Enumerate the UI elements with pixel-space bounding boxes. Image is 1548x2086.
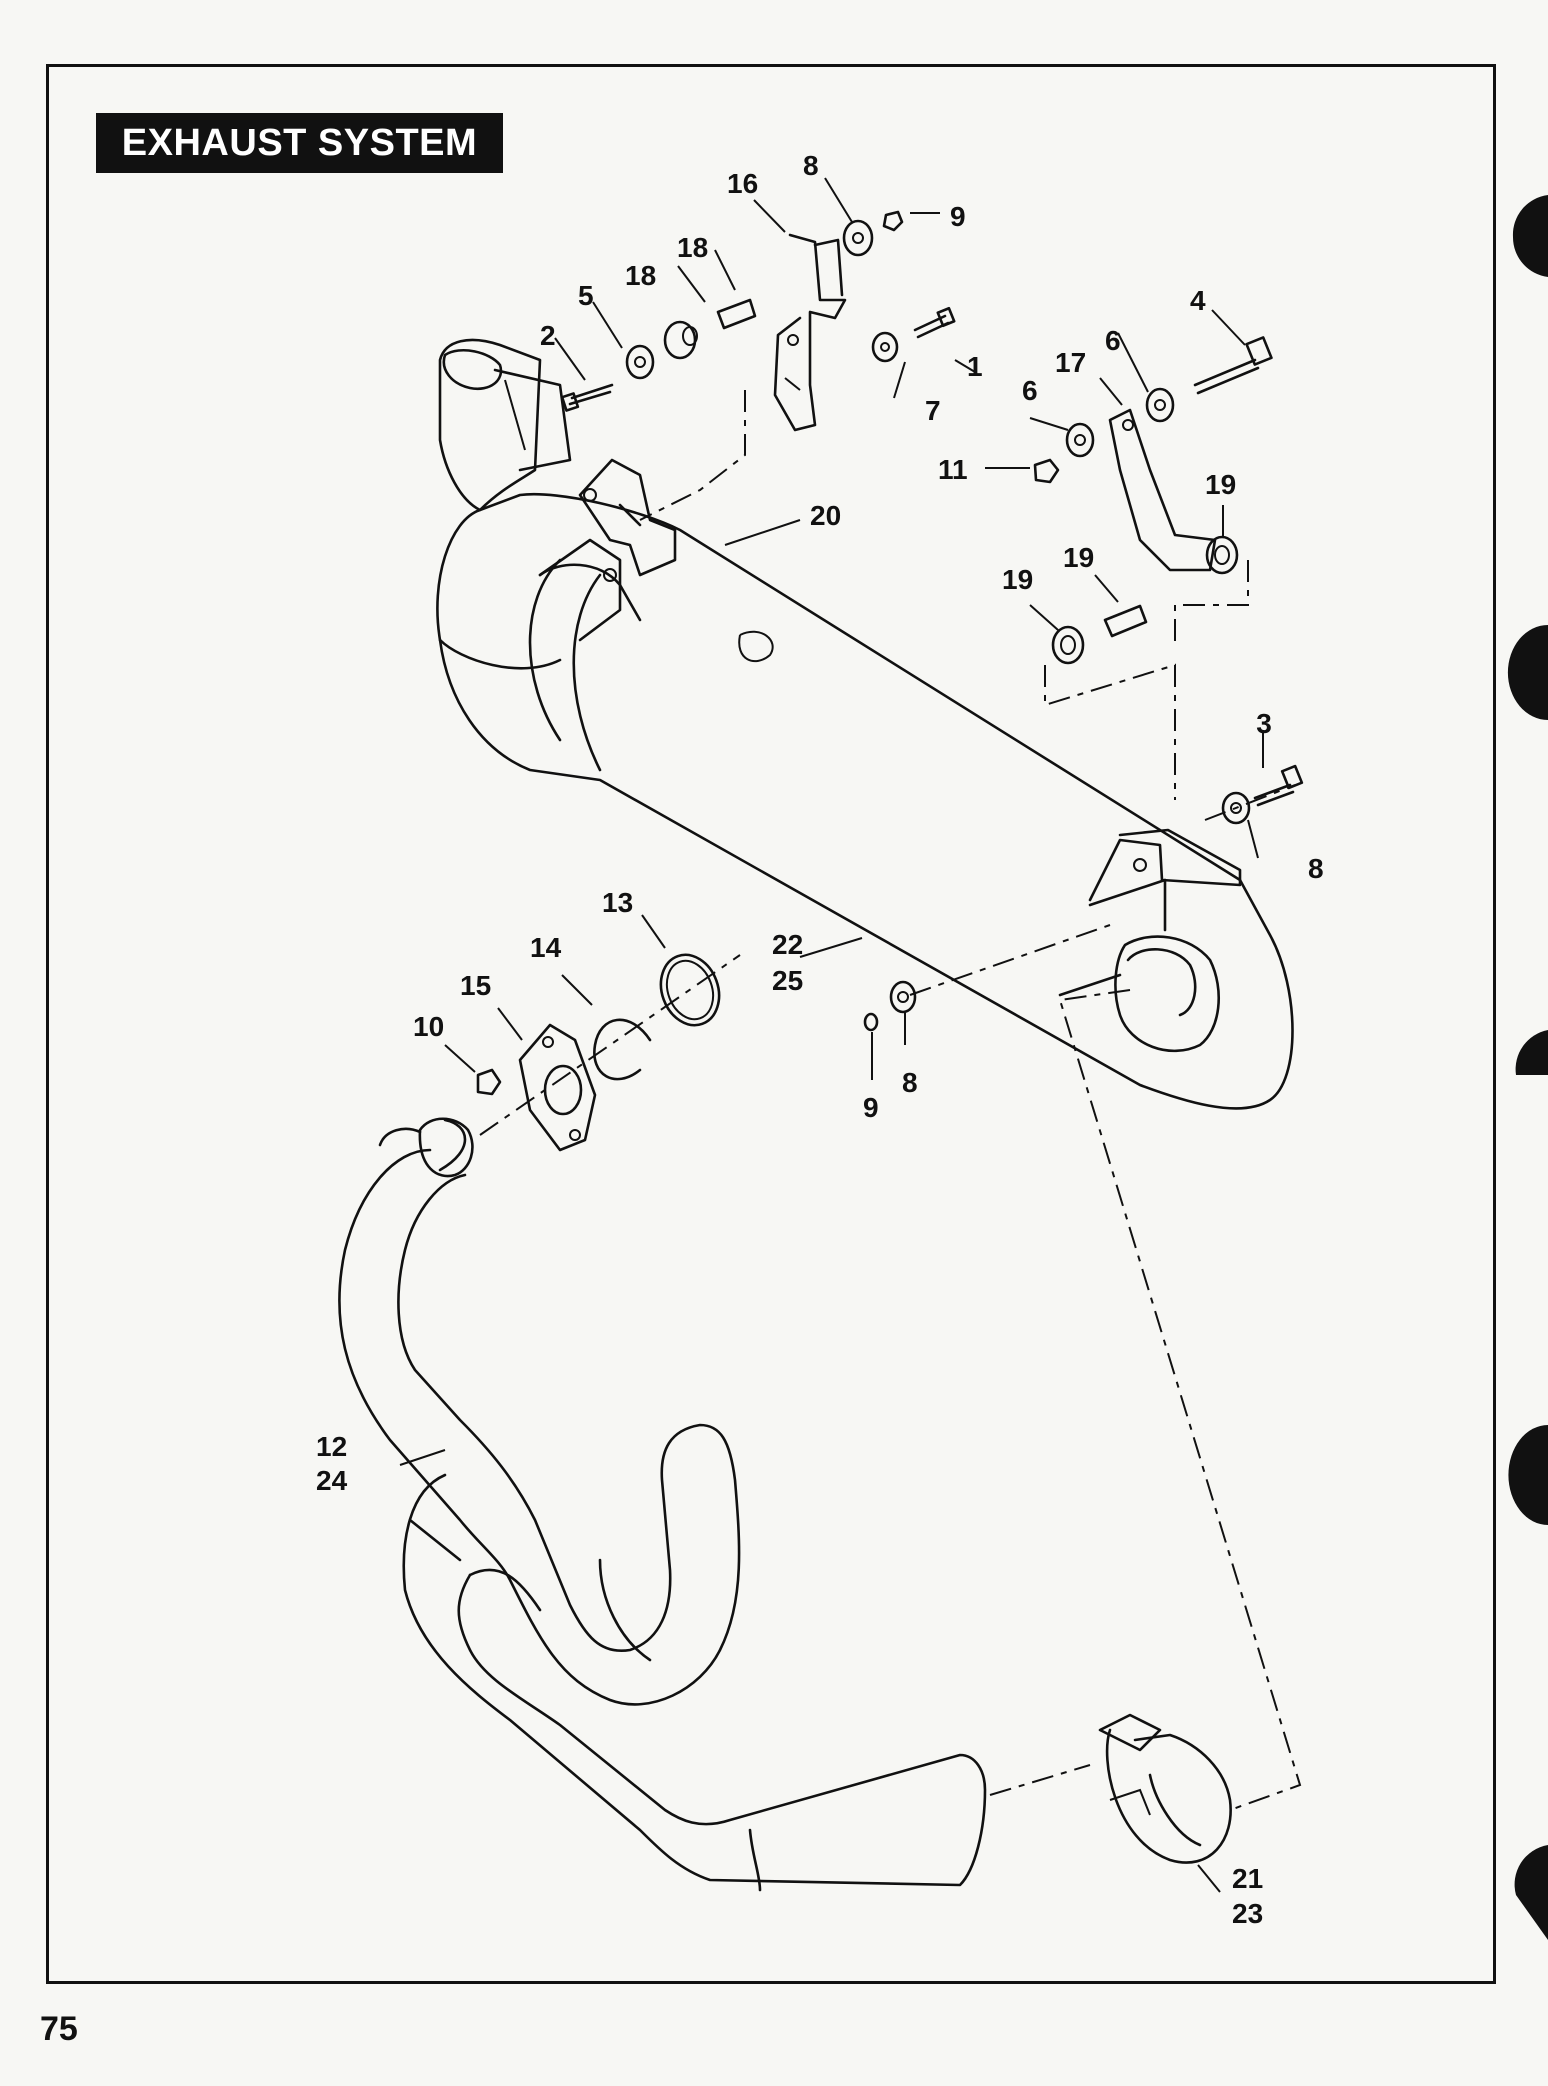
part-clamp-21-23 [1098,1713,1232,1864]
callout-7: 7 [925,395,941,426]
muffler [436,338,1294,1110]
part-washer-5 [625,344,655,380]
part-flange-15 [518,1023,597,1152]
part-gasket-13 [659,953,721,1027]
part-bolt-3 [1253,764,1304,807]
part-spacer-18a [663,320,698,360]
callout-6a: 6 [1105,325,1121,356]
callout-9b: 9 [863,1092,879,1123]
callout-12: 12 [316,1431,347,1462]
binder-tab [1512,195,1548,277]
callout-4: 4 [1190,285,1206,316]
callout-15: 15 [460,970,491,1001]
part-nut-11 [1033,458,1060,484]
part-bracket-16 [773,233,847,432]
callout-labels: 1 2 3 4 5 6 6 7 8 8 8 9 9 10 11 12 24 13… [316,150,1324,1929]
part-bolt-2 [560,383,614,412]
callout-16: 16 [727,168,758,199]
callout-10: 10 [413,1011,444,1042]
part-bushing-19c [1051,625,1085,665]
part-washer-8a [842,219,874,257]
part-spacer-18b [716,298,757,330]
callout-5: 5 [578,280,594,311]
page-number: 75 [40,2010,78,2048]
binder-tab [1507,625,1548,720]
callout-24: 24 [316,1465,348,1496]
callout-17: 17 [1055,347,1086,378]
page-title: EXHAUST SYSTEM [96,113,503,173]
part-nut-9b [863,1012,879,1032]
part-washer-8b [1221,791,1251,825]
assembly-centerlines [479,390,1302,1811]
part-bolt-4 [1193,336,1273,395]
binder-tab [1515,1030,1548,1075]
callout-2: 2 [540,320,556,351]
callout-25: 25 [772,965,803,996]
binder-tab [1514,1845,1548,1940]
header-pipe-assembly [338,1117,987,1892]
part-strap-17 [1108,408,1217,572]
part-nut-10 [476,1068,502,1096]
part-spacer-19b [1103,604,1148,638]
callout-6b: 6 [1022,375,1038,406]
part-washer-6a [1145,387,1175,423]
part-bolt-1 [913,306,956,339]
callout-13: 13 [602,887,633,918]
callout-19c: 19 [1002,564,1033,595]
binder-tab [1508,1425,1548,1525]
callout-19b: 19 [1063,542,1094,573]
diagram-frame [46,64,1496,1984]
callout-3: 3 [1256,708,1272,739]
callout-8c: 8 [902,1067,918,1098]
part-retaining-ring-14 [593,1018,652,1081]
callout-23: 23 [1232,1898,1263,1929]
callout-18b: 18 [625,260,656,291]
part-washer-7 [871,331,899,363]
callout-14: 14 [530,932,562,963]
callout-19a: 19 [1205,469,1236,500]
part-nut-9a [882,210,904,232]
callout-11: 11 [938,454,968,485]
callout-20: 20 [810,500,841,531]
callout-22: 22 [772,929,803,960]
callout-21: 21 [1232,1863,1263,1894]
callout-8b: 8 [1308,853,1324,884]
part-washer-8c [889,980,917,1014]
leader-lines [399,177,1264,1893]
part-washer-6b [1065,422,1095,458]
callout-18a: 18 [677,232,708,263]
callout-9a: 9 [950,201,966,232]
callout-1: 1 [967,351,983,382]
callout-8a: 8 [803,150,819,181]
